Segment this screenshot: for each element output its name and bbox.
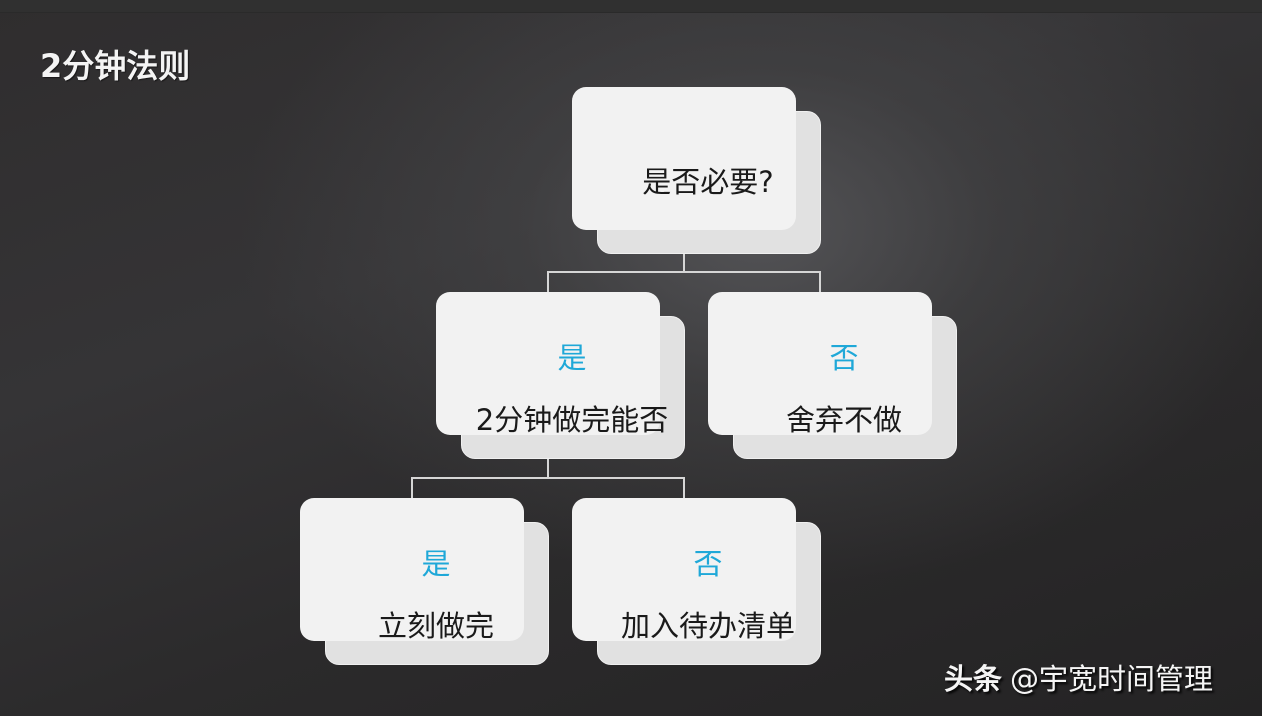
node-level3-no: 否 加入待办清单 [572, 498, 821, 665]
branch-label: 否 [693, 547, 723, 581]
slide-title: 2分钟法则 [40, 47, 191, 85]
node-card [436, 292, 660, 435]
branch-label: 是 [421, 547, 451, 581]
branch-label: 是 [557, 341, 587, 375]
connector-to-level2-right [819, 271, 821, 293]
node-level2-yes: 是 2分钟做完能否 [436, 292, 685, 459]
node-text: 加入待办清单 [620, 609, 795, 643]
connector-to-level3-right [683, 477, 685, 499]
connector-to-level3-left [411, 477, 413, 499]
node-level3-yes: 是 立刻做完 [300, 498, 549, 665]
node-card [572, 498, 796, 641]
node-text: 立刻做完 [377, 609, 494, 643]
node-text: 舍弃不做 [785, 403, 902, 437]
connector-root-down [683, 253, 685, 273]
node-question: 是否必要? [642, 165, 774, 199]
branch-label: 否 [829, 341, 859, 375]
node-level2-no: 否 舍弃不做 [708, 292, 957, 459]
node-card [708, 292, 932, 435]
watermark: 头条@宇宽时间管理 [944, 660, 1213, 698]
node-text: 2分钟做完能否 [475, 403, 669, 437]
watermark-brand: 头条 [944, 662, 1003, 696]
connector-to-level2-left [547, 271, 549, 293]
watermark-handle: @宇宽时间管理 [1010, 662, 1214, 696]
node-card [572, 87, 796, 230]
connector-level3-horizontal [411, 477, 685, 479]
connector-level2-horizontal [547, 271, 821, 273]
top-bar [0, 0, 1262, 13]
node-card [300, 498, 524, 641]
node-root: 是否必要? [572, 87, 821, 254]
